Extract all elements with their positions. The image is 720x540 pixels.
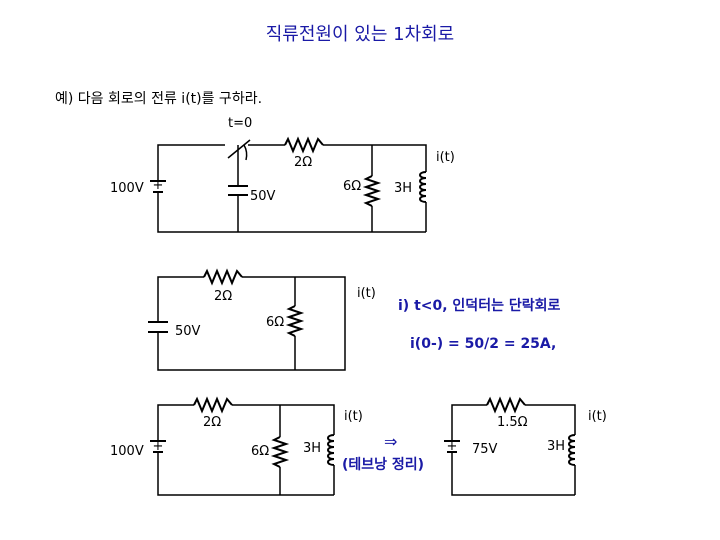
problem-statement: 예) 다음 회로의 전류 i(t)를 구하라. xyxy=(55,91,263,107)
resistor-icon xyxy=(203,268,243,286)
svg-text:+: + xyxy=(153,178,164,193)
resistor-label: 6Ω xyxy=(251,444,269,459)
current-label: i(t) xyxy=(344,409,363,424)
switch-icon xyxy=(227,139,251,159)
switch-arc xyxy=(243,144,248,161)
wire xyxy=(157,404,194,440)
resistor-icon xyxy=(486,396,526,414)
resistor-icon xyxy=(193,396,233,414)
note-initial-current: i(0-) = 50/2 = 25A, xyxy=(410,336,557,352)
inductor-label: 3H xyxy=(303,441,321,456)
slide-title: 직류전원이 있는 1차회로 xyxy=(265,24,455,45)
thevenin-label: (테브낭 정리) xyxy=(342,457,425,473)
wire xyxy=(525,404,576,435)
resistor-label: 2Ω xyxy=(294,155,312,170)
resistor-icon xyxy=(285,305,305,337)
resistor-label: 2Ω xyxy=(214,289,232,304)
svg-text:+: + xyxy=(447,439,458,454)
resistor-label: 6Ω xyxy=(343,179,361,194)
capacitor-label: 50V xyxy=(175,324,201,339)
wire xyxy=(451,452,575,496)
resistor-label: 2Ω xyxy=(203,415,221,430)
current-label: i(t) xyxy=(588,409,607,424)
source-label: 75V xyxy=(472,442,498,457)
note-t-less-than-zero: i) t<0, 인덕터는 단락회로 xyxy=(398,298,561,314)
wire xyxy=(157,276,204,322)
source-label: 100V xyxy=(110,444,144,459)
circuit-4: + xyxy=(444,396,576,496)
wire xyxy=(232,404,335,435)
svg-text:+: + xyxy=(153,439,164,454)
resistor-label: 1.5Ω xyxy=(497,415,528,430)
circuit-1: + xyxy=(150,136,427,233)
current-label: i(t) xyxy=(357,286,376,301)
resistor-icon xyxy=(284,136,324,154)
wire xyxy=(157,192,426,233)
wire xyxy=(157,276,346,371)
inductor-icon xyxy=(568,434,576,466)
circuit-2 xyxy=(148,268,346,371)
source-label: 100V xyxy=(110,181,144,196)
capacitor-label: 50V xyxy=(250,189,276,204)
current-label: i(t) xyxy=(436,150,455,165)
switch-label: t=0 xyxy=(228,116,252,131)
wire xyxy=(323,144,427,172)
resistor-icon xyxy=(270,436,290,468)
resistor-label: 6Ω xyxy=(266,315,284,330)
implies-arrow-icon: ⇒ xyxy=(384,432,398,451)
inductor-label: 3H xyxy=(394,181,412,196)
inductor-icon xyxy=(327,434,335,466)
wire xyxy=(157,144,225,172)
wire xyxy=(157,452,334,496)
resistor-icon xyxy=(362,175,382,207)
wire xyxy=(451,404,487,440)
inductor-label: 3H xyxy=(547,439,565,454)
circuit-3: + xyxy=(150,396,335,496)
inductor-icon xyxy=(419,171,427,203)
